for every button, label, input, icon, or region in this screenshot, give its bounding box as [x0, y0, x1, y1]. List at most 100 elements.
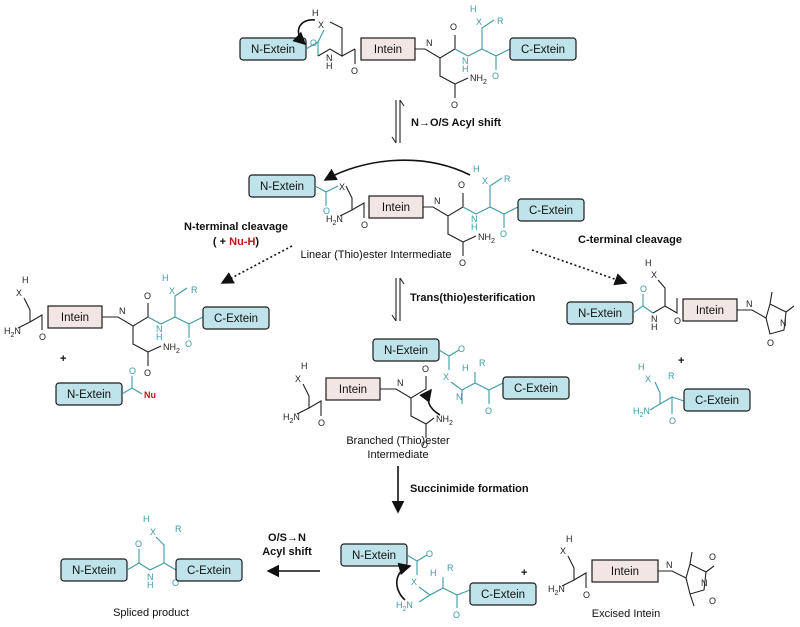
intein-label-6: Intein [339, 384, 367, 396]
h2n-6: H2N [283, 412, 300, 425]
nu-h-label: ( + Nu-H) [213, 236, 259, 248]
o-atom-1: O [310, 38, 317, 48]
n-atom-4c: N [780, 318, 787, 328]
n-atom-2b: N [471, 214, 478, 224]
n-atom-1a: N [326, 53, 333, 63]
n-extein-label-4: N-Extein [578, 308, 622, 320]
intein-label-1: Intein [374, 44, 402, 56]
x-atom-2b: X [482, 176, 488, 186]
h-atom-2a: H [471, 222, 478, 232]
x-atom-8: X [560, 546, 566, 556]
nu-label: Nu [144, 390, 156, 400]
x-atom-2: X [339, 182, 345, 192]
c-extein-box-5 [683, 388, 751, 412]
n-extein-label-7: N-Extein [352, 550, 396, 562]
x-atom-1b: X [476, 17, 482, 27]
excised-intein-label: Excised Intein [592, 608, 660, 620]
plus-sign-bottom: + [521, 567, 527, 579]
c-extein-box-6 [502, 376, 570, 400]
o-atom-4b: O [674, 316, 681, 326]
x-atom-4: X [651, 270, 657, 280]
precursor-structure: N-Extein O N H H X O Intein N O O NH2 N … [239, 4, 577, 110]
h-atom-6b: H [301, 361, 308, 371]
transesterification-label: Trans(thio)esterification [410, 292, 536, 304]
linear-intermediate-structure: N-Extein O X H2N O Intein N O O NH2 N H … [248, 159, 585, 268]
c-extein-box-7 [469, 582, 537, 606]
o-atom-5: O [669, 416, 676, 426]
o-atom-7b: O [453, 610, 460, 620]
n-atom-1b: N [426, 38, 433, 48]
os-n-shift-label-2: Acyl shift [262, 546, 312, 558]
o-atom-1e: O [492, 71, 499, 81]
h-atom-1b: H [312, 8, 319, 18]
plus-sign-right: + [678, 355, 684, 367]
nh2-2: NH2 [478, 232, 495, 245]
h2n-3: H2N [4, 326, 21, 339]
h-atom-1a: H [326, 61, 333, 71]
n-atom-6b: N [397, 378, 404, 388]
h-atom-7a: H [430, 568, 437, 578]
r-atom-6: R [479, 358, 486, 368]
equilibrium-arrow-2 [391, 277, 405, 322]
x-atom-1: X [318, 20, 324, 30]
x-atom-5: X [645, 374, 651, 384]
o-atom-6e: O [421, 440, 428, 450]
h-atom-2b: H [473, 164, 480, 174]
h-atom-3c: H [162, 273, 169, 283]
o-atom-6a: O [458, 344, 465, 354]
branched-intermediate-label-1: Branched (Thio)ester [346, 435, 450, 447]
o-atom-2d: O [459, 258, 466, 268]
spliced-product-label: Spliced product [113, 607, 189, 619]
c-extein-product-structure: H X R H2N O C-Extein [633, 362, 751, 426]
pre-shift-product-structure: N-Extein O X H R H2N O C-Extein [340, 543, 537, 620]
h-atom-5a: H [638, 362, 645, 372]
n-cleavage-product-structure: H X H2N O Intein N O O NH2 N H H X R O C… [4, 273, 270, 378]
c-extein-label-6: C-Extein [514, 383, 558, 395]
h-atom-9b: H [143, 514, 150, 524]
c-terminal-cleavage-arrow [531, 249, 628, 286]
r-atom-5: R [668, 371, 675, 381]
o-atom-4c: O [767, 338, 774, 348]
n-atom-4b: N [746, 299, 753, 309]
x-atom-9: X [150, 527, 156, 537]
r-atom-1: R [497, 16, 504, 26]
h-atom-8a: H [566, 534, 573, 544]
n-extein-label-2: N-Extein [260, 181, 304, 193]
n-extein-label-nu: N-Extein [67, 389, 111, 401]
h2n-5: H2N [633, 406, 650, 419]
c-extein-label-3: C-Extein [214, 313, 258, 325]
o-atom-1c: O [450, 22, 457, 32]
linear-intermediate-label: Linear (Thio)ester Intermediate [300, 249, 451, 261]
x-atom-6: X [443, 372, 449, 382]
n-terminal-cleavage-label: N-terminal cleavage [184, 221, 288, 233]
nh2-1: NH2 [470, 73, 487, 86]
c-extein-label-7: C-Extein [481, 589, 525, 601]
nh2-3: NH2 [163, 342, 180, 355]
intein-label-2: Intein [382, 202, 410, 214]
intein-label-8: Intein [611, 566, 639, 578]
plus-sign-left: + [60, 353, 66, 365]
o-atom-2a: O [323, 206, 330, 216]
r-atom-7: R [447, 563, 454, 573]
h2n-7: H2N [396, 600, 413, 613]
x-atom-6b: X [295, 374, 301, 384]
n-extein-label-6: N-Extein [384, 345, 428, 357]
branched-intermediate-structure: N-Extein O X H R N O C-Extein H X H2N O … [283, 338, 570, 450]
o-atom-6c: O [318, 418, 325, 428]
n-atom-3b: N [156, 324, 163, 334]
o-atom-2e: O [500, 229, 507, 239]
o-atom-nu: O [129, 366, 136, 376]
n-atom-2a: N [434, 196, 441, 206]
o-atom-1d: O [451, 100, 458, 110]
o-atom-4a: O [640, 284, 647, 294]
acyl-shift-label: N→O/S Acyl shift [411, 117, 501, 129]
o-atom-8b: O [709, 552, 716, 562]
n-atom-4a: N [651, 314, 658, 324]
o-atom-8c: O [709, 596, 716, 606]
n-atom-8a: N [666, 560, 673, 570]
o-atom-3c: O [144, 368, 151, 378]
x-atom-7: X [411, 577, 417, 587]
intein-label-4: Intein [696, 305, 724, 317]
o-atom-8a: O [583, 590, 590, 600]
h2n-2: H2N [326, 214, 343, 227]
